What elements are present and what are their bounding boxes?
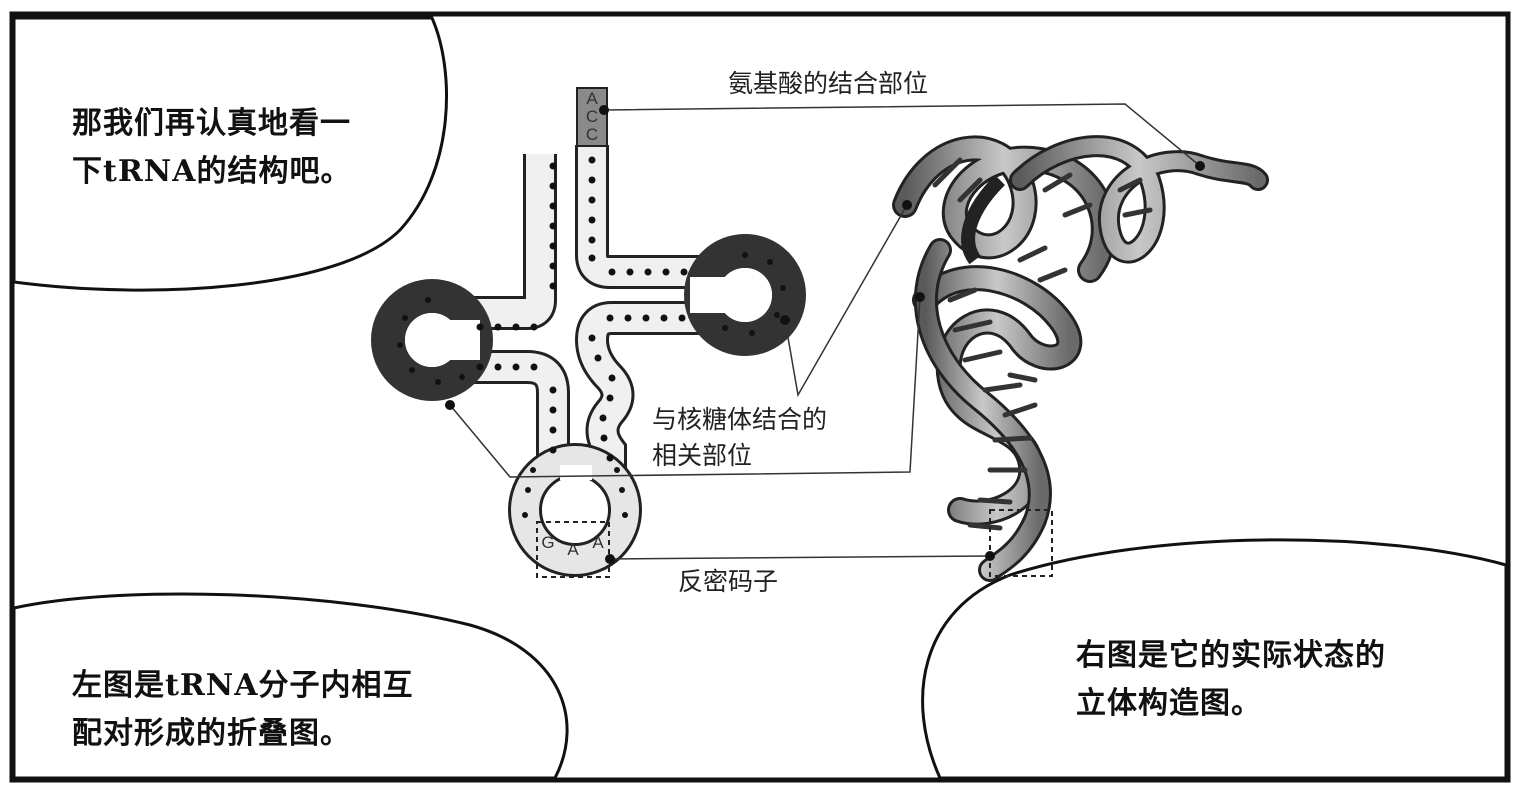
anticodon-label: 反密码子 — [678, 567, 779, 596]
acceptor-end-block — [576, 87, 608, 147]
bottom-left-bubble-line-1: 左图是tRNA分子内相互 — [72, 668, 414, 703]
bottom-right-bubble-line-2: 立体构造图。 — [1076, 686, 1262, 721]
top-left-bubble-line-2: 下tRNA的结构吧。 — [72, 154, 352, 189]
bottom-left-bubble-line-2: 配对形成的折叠图。 — [72, 716, 351, 751]
tRNA-cloverleaf-structure: A C C G A A — [371, 87, 806, 578]
top-left-bubble-line-1: 那我们再认真地看一 — [72, 106, 351, 141]
anticodon-highlight-box — [536, 521, 610, 578]
acceptor-base-3: C — [586, 125, 598, 144]
ribosome-site-label-line-1: 与核糖体结合的 — [652, 405, 828, 434]
leader-endpoints — [445, 105, 1205, 564]
base-pair-dots — [397, 156, 786, 518]
tRNA-3d-ribbon-structure — [892, 135, 1269, 582]
anticodon-base-1: G — [541, 533, 554, 552]
bottom-right-bubble-line-1: 右图是它的实际状态的 — [1076, 638, 1386, 673]
anticodon-base-3: A — [592, 533, 604, 552]
bottom-left-bubble-text: 左图是tRNA分子内相互 配对形成的折叠图。 — [72, 662, 414, 758]
anticodon-base-2: A — [567, 540, 579, 559]
leader-lines — [449, 103, 1201, 560]
bottom-right-bubble-text: 右图是它的实际状态的 立体构造图。 — [1076, 632, 1386, 728]
ribosome-site-label: 与核糖体结合的 相关部位 — [652, 402, 827, 474]
speech-bubble-bottom-left — [12, 592, 569, 780]
acceptor-base-2: C — [586, 107, 598, 126]
amino-acid-site-label: 氨基酸的结合部位 — [728, 69, 929, 98]
top-left-bubble-text: 那我们再认真地看一 下tRNA的结构吧。 — [72, 100, 352, 196]
speech-bubble-top-left — [12, 16, 448, 292]
speech-bubble-bottom-right — [921, 538, 1508, 780]
ribosome-site-label-line-2: 相关部位 — [652, 441, 753, 470]
3d-anticodon-highlight-box — [989, 509, 1053, 577]
acceptor-base-1: A — [586, 89, 598, 108]
